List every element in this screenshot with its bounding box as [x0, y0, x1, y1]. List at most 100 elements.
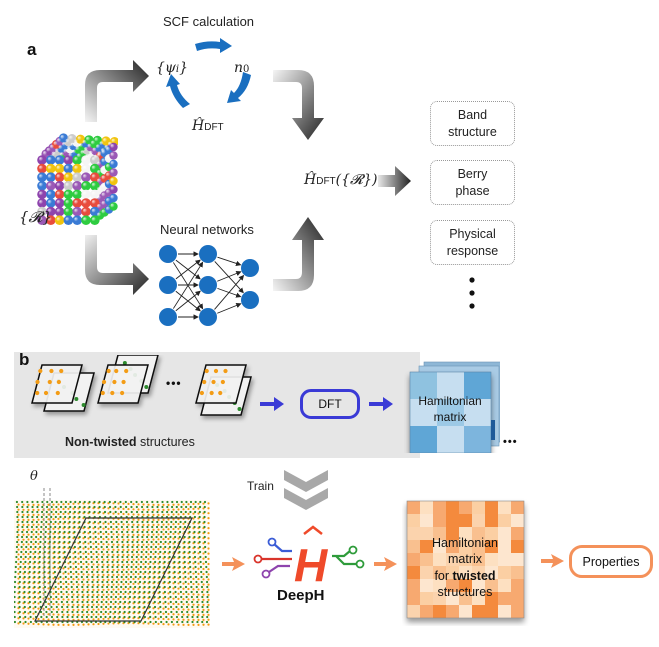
matrix-cell [485, 553, 498, 566]
properties-output: Properties [569, 545, 653, 578]
matrix-cell [410, 372, 437, 399]
matrix-cell [420, 514, 433, 527]
matrix-cell [511, 527, 524, 540]
matrix-cell [407, 514, 420, 527]
scf-arrow-right-icon [227, 72, 251, 103]
matrix-cell [498, 527, 511, 540]
hamiltonian-matrix-stack [409, 361, 500, 453]
arrow-deeph-to-matrix-icon [374, 557, 397, 571]
arrow-structure-to-deeph-icon [222, 557, 245, 571]
non-twisted-structures [31, 355, 252, 416]
non-twisted-caption: Non-twisted structures [65, 435, 195, 449]
matrix-cell [437, 372, 464, 399]
matrix-cell [446, 605, 459, 618]
matrix-cell [407, 501, 420, 514]
matrix-cell [433, 540, 446, 553]
nn-node [241, 259, 259, 277]
matrix-cell [511, 540, 524, 553]
scf-cycle-arrows [166, 38, 251, 108]
matrix-cell [437, 399, 464, 426]
matrix-cell [420, 553, 433, 566]
matrix-cell [446, 579, 459, 592]
matrix-cell [433, 501, 446, 514]
panel-a-flow-arrows [85, 60, 411, 295]
matrix-cell [472, 553, 485, 566]
matrix-cell [511, 592, 524, 605]
bilayer-structure-card [31, 364, 95, 412]
n0-label: n0 [234, 60, 250, 76]
matrix-cell [420, 540, 433, 553]
matrix-cell [446, 553, 459, 566]
matrix-cell [511, 501, 524, 514]
matrix-cell [511, 514, 524, 527]
matrix-cell [433, 514, 446, 527]
matrix-cell [420, 605, 433, 618]
matrix-cell [485, 527, 498, 540]
matrix-cell [472, 566, 485, 579]
nn-node [159, 276, 177, 294]
scf-arrow-left-icon [166, 74, 190, 108]
matrix-cell [433, 566, 446, 579]
arrow-nn-to-hamiltonian-icon [273, 217, 324, 291]
arrow-matrix-to-properties-icon [541, 554, 564, 568]
nn-node [159, 245, 177, 263]
arrow-scf-to-hamiltonian-icon [273, 70, 324, 140]
matrix-cell [446, 540, 459, 553]
matrix-cell [498, 605, 511, 618]
deeph-logo-icon: H [253, 525, 365, 586]
matrix-cell [472, 540, 485, 553]
matrix-cell [433, 605, 446, 618]
matrix-cell [407, 592, 420, 605]
nn-title: Neural networks [160, 222, 254, 237]
matrix-cell [498, 592, 511, 605]
matrix-cell [472, 527, 485, 540]
matrix-cell [498, 579, 511, 592]
matrix-ellipsis: ••• [503, 436, 518, 448]
matrix-cell [433, 553, 446, 566]
matrix-cell [446, 514, 459, 527]
matrix-cell [410, 426, 437, 453]
arrow-structure-to-scf-icon [85, 60, 149, 122]
matrix-cell [498, 566, 511, 579]
matrix-cell [485, 514, 498, 527]
matrix-cell [485, 592, 498, 605]
matrix-cell [459, 501, 472, 514]
matrix-cell [446, 527, 459, 540]
neural-network-diagram [159, 245, 259, 326]
matrix-cell [472, 514, 485, 527]
matrix-cell [498, 501, 511, 514]
scf-arrow-top-icon [195, 38, 232, 53]
twisted-matrix-label: Hamiltonian matrix for twisted structure… [431, 536, 498, 599]
nn-edge [217, 256, 242, 266]
matrix-cell [437, 426, 464, 453]
matrix-cell [485, 501, 498, 514]
more-properties-ellipsis-icon [469, 277, 475, 309]
arrow-structure-to-nn-icon [85, 235, 149, 295]
matrix-cell [446, 501, 459, 514]
nn-edge [172, 261, 204, 309]
train-label: Train [247, 479, 274, 493]
matrix-cell [420, 527, 433, 540]
panel-a-label: a [27, 40, 37, 59]
nn-node [199, 245, 217, 263]
matrix-cell [511, 553, 524, 566]
atomic-structure-cube [37, 133, 118, 225]
matrix-cell [511, 579, 524, 592]
matrix-cell [464, 399, 491, 426]
matrix-cell [459, 592, 472, 605]
matrix-cell [498, 514, 511, 527]
matrix-cell [407, 540, 420, 553]
twisted-moire-structure [14, 488, 210, 628]
nn-edge [214, 261, 244, 294]
matrix-cell [420, 579, 433, 592]
matrix-cell [485, 605, 498, 618]
matrix-cell [498, 553, 511, 566]
deeph-label: DeepH [277, 587, 325, 604]
nn-edge [214, 274, 245, 310]
matrix-cell [433, 592, 446, 605]
nn-node [199, 276, 217, 294]
